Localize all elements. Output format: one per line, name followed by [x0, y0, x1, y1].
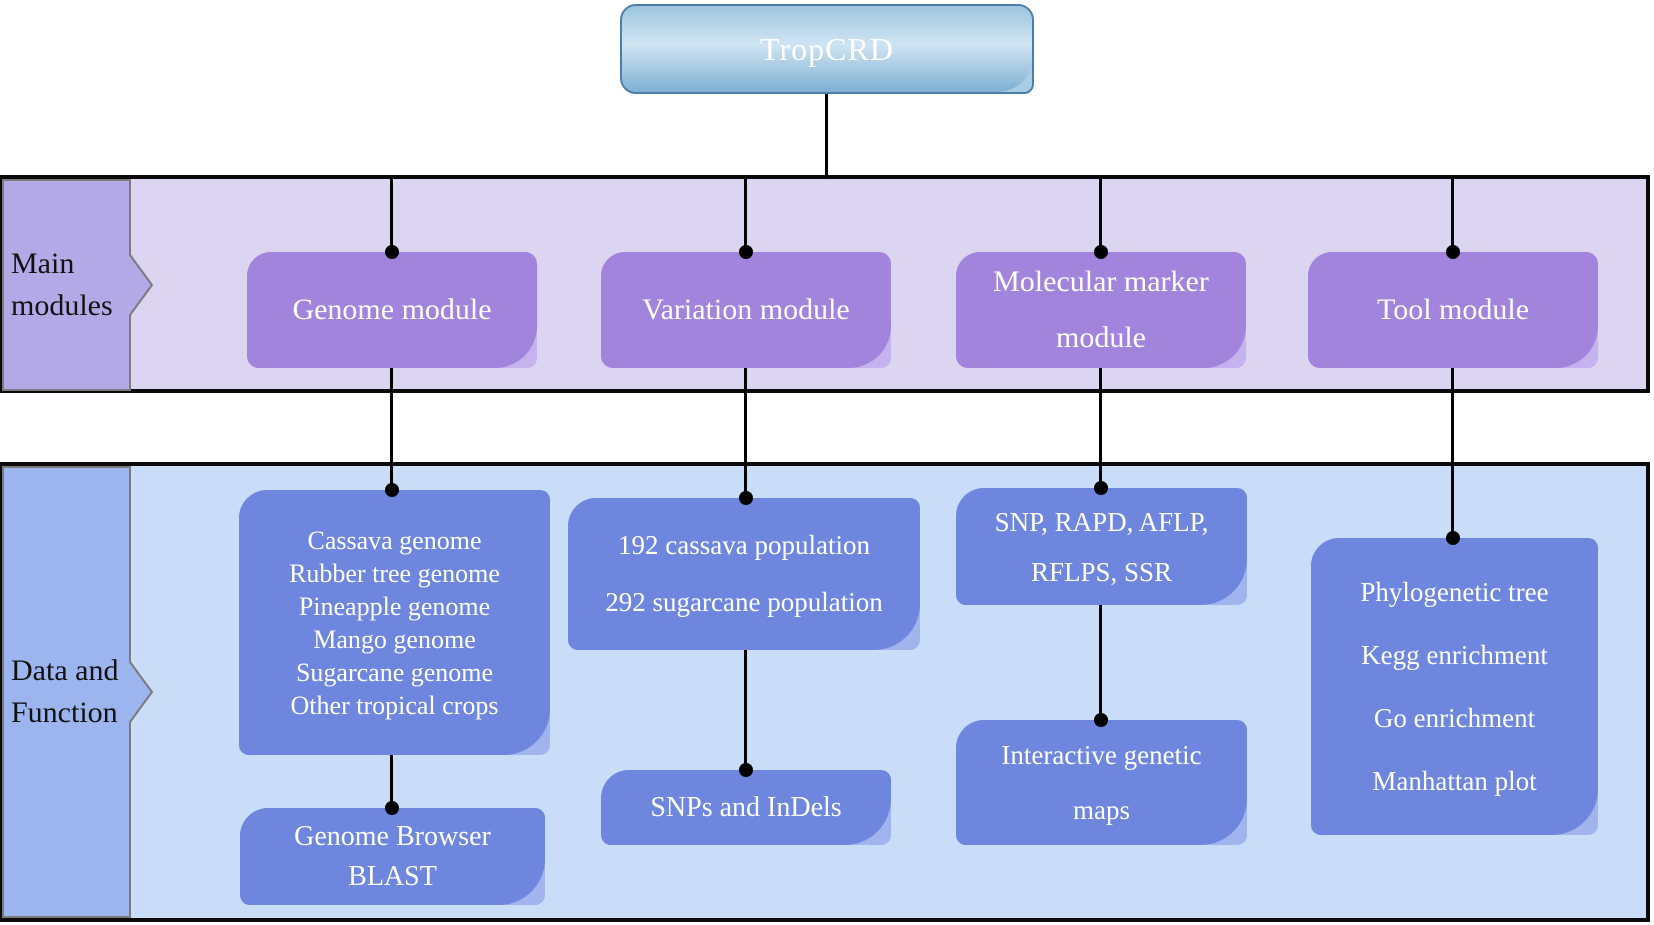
- genome-list-line: Pineapple genome: [298, 591, 491, 621]
- data-node-genome-list: Cassava genome Rubber tree genome Pineap…: [239, 490, 550, 755]
- module-node-variation: Variation module: [601, 252, 891, 368]
- analysis-tool-line: Kegg enrichment: [1361, 639, 1548, 670]
- module-node-molecular-marker: Molecular marker module: [956, 252, 1246, 368]
- genetic-maps-line: maps: [1073, 794, 1130, 825]
- data-function-tag-shape: [2, 466, 154, 918]
- root-node-tropcrd: TropCRD: [620, 4, 1034, 94]
- snps-indels-label: SNPs and InDels: [650, 791, 842, 823]
- junction-dot: [1094, 713, 1108, 727]
- connector-col2-mid: [744, 368, 747, 498]
- main-modules-tag-shape: [2, 179, 154, 391]
- junction-dot: [739, 763, 753, 777]
- junction-dot: [1446, 245, 1460, 259]
- genome-list-line: Cassava genome: [307, 525, 482, 555]
- junction-dot: [739, 491, 753, 505]
- data-tag-line2: Function: [11, 696, 118, 729]
- junction-dot: [1094, 481, 1108, 495]
- connector-col3-mid: [1099, 368, 1102, 488]
- connector-col4-top: [1451, 179, 1454, 252]
- genome-list-line: Rubber tree genome: [289, 558, 500, 588]
- genome-tools-line: Genome Browser: [294, 820, 491, 852]
- root-label: TropCRD: [760, 30, 894, 67]
- connector-col2-top: [744, 179, 747, 252]
- junction-dot: [739, 245, 753, 259]
- data-node-analysis-tools: Phylogenetic tree Kegg enrichment Go enr…: [1311, 538, 1598, 835]
- module-label-genome: Genome module: [292, 293, 492, 326]
- connector-col3-top: [1099, 179, 1102, 252]
- module-label-variation: Variation module: [642, 293, 850, 326]
- genome-tools-line: BLAST: [348, 860, 437, 892]
- connector-col3-bottom: [1099, 605, 1102, 720]
- population-line: 292 sugarcane population: [605, 587, 883, 617]
- module-node-genome: Genome module: [247, 252, 537, 368]
- genome-list-line: Other tropical crops: [290, 690, 499, 720]
- connector-col1-mid: [390, 368, 393, 490]
- population-line: 192 cassava population: [618, 530, 870, 560]
- data-node-populations: 192 cassava population 292 sugarcane pop…: [568, 498, 920, 650]
- analysis-tool-line: Go enrichment: [1373, 702, 1536, 733]
- main-tag-line2: modules: [11, 289, 113, 322]
- data-node-markers: SNP, RAPD, AFLP, RFLPS, SSR: [956, 488, 1247, 605]
- analysis-tool-line: Manhattan plot: [1372, 765, 1537, 796]
- data-tag-line1: Data and: [11, 654, 119, 687]
- module-node-tool: Tool module: [1308, 252, 1598, 368]
- junction-dot: [385, 801, 399, 815]
- data-node-genetic-maps: Interactive genetic maps: [956, 720, 1247, 845]
- main-tag-line1: Main: [11, 247, 75, 280]
- analysis-tool-line: Phylogenetic tree: [1360, 576, 1549, 607]
- marker-line: RFLPS, SSR: [1030, 556, 1173, 587]
- connector-col1-top: [390, 179, 393, 252]
- connector-col4-mid: [1451, 368, 1454, 538]
- junction-dot: [1446, 531, 1460, 545]
- connector-col2-bottom: [744, 650, 747, 770]
- genome-list-line: Sugarcane genome: [295, 657, 494, 687]
- junction-dot: [385, 483, 399, 497]
- module-label-tool: Tool module: [1376, 293, 1530, 326]
- connector-col1-bottom: [390, 755, 393, 808]
- marker-line: SNP, RAPD, AFLP,: [994, 506, 1209, 537]
- data-function-tag: Data and Function: [2, 466, 154, 918]
- data-node-genome-tools: Genome Browser BLAST: [240, 808, 545, 905]
- junction-dot: [1094, 245, 1108, 259]
- junction-dot: [385, 245, 399, 259]
- genetic-maps-line: Interactive genetic: [1001, 739, 1202, 770]
- main-modules-tag: Main modules: [2, 179, 154, 391]
- module-label-molecular-marker: Molecular marker module: [993, 265, 1209, 354]
- genome-list-line: Mango genome: [313, 624, 476, 654]
- connector-root: [825, 94, 828, 177]
- data-node-snps-indels: SNPs and InDels: [601, 770, 891, 845]
